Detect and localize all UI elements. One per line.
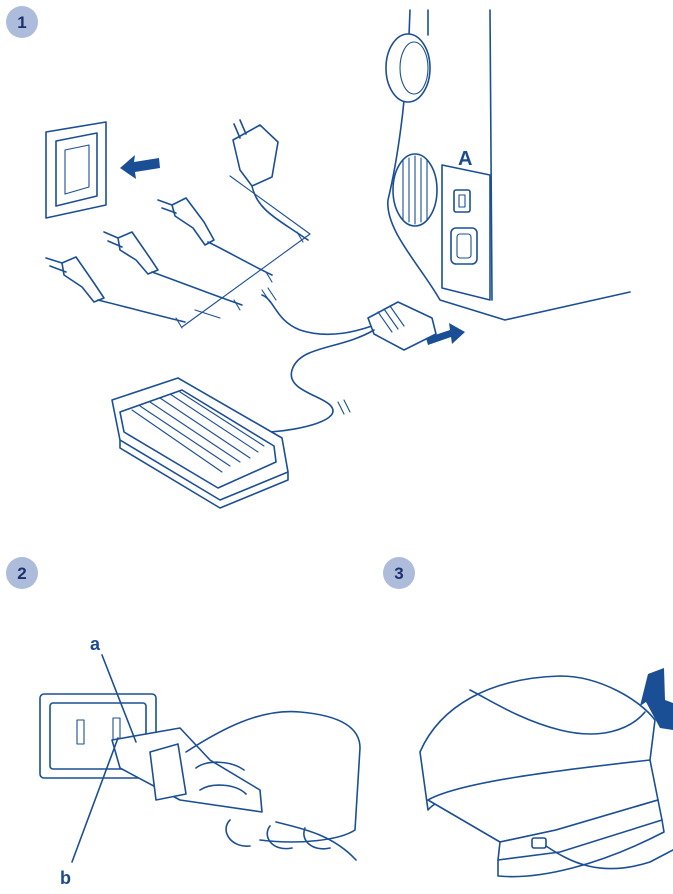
sewing-machine-side [386,10,630,320]
step-3-number: 3 [394,564,403,583]
foot-pedal-illustration [112,378,288,508]
adapter-plug [233,120,308,240]
plug-label-a: a [90,634,101,654]
switch-label-a: A [458,148,472,170]
machine-vents [393,154,437,226]
euro-plug-top [158,198,272,275]
euro-plug-bottom [46,257,185,322]
step2-hand-with-plug [112,712,360,860]
machine-socket-panel [442,165,490,300]
step-2-number: 2 [17,564,26,583]
step3-foot-on-pedal [420,676,673,877]
plug-label-b: b [60,868,71,888]
step-2-badge: 2 [6,557,38,589]
step-3-badge: 3 [383,557,415,589]
cord-break [262,288,276,302]
power-cord [262,295,372,334]
pedal-cord [270,330,374,432]
us-plug [104,232,242,305]
step-1-badge: 1 [6,6,38,38]
machine-connector-plug [368,302,436,350]
wall-socket-illustration [46,122,106,218]
step-1-number: 1 [17,13,26,32]
arrow-left-icon [120,155,160,179]
